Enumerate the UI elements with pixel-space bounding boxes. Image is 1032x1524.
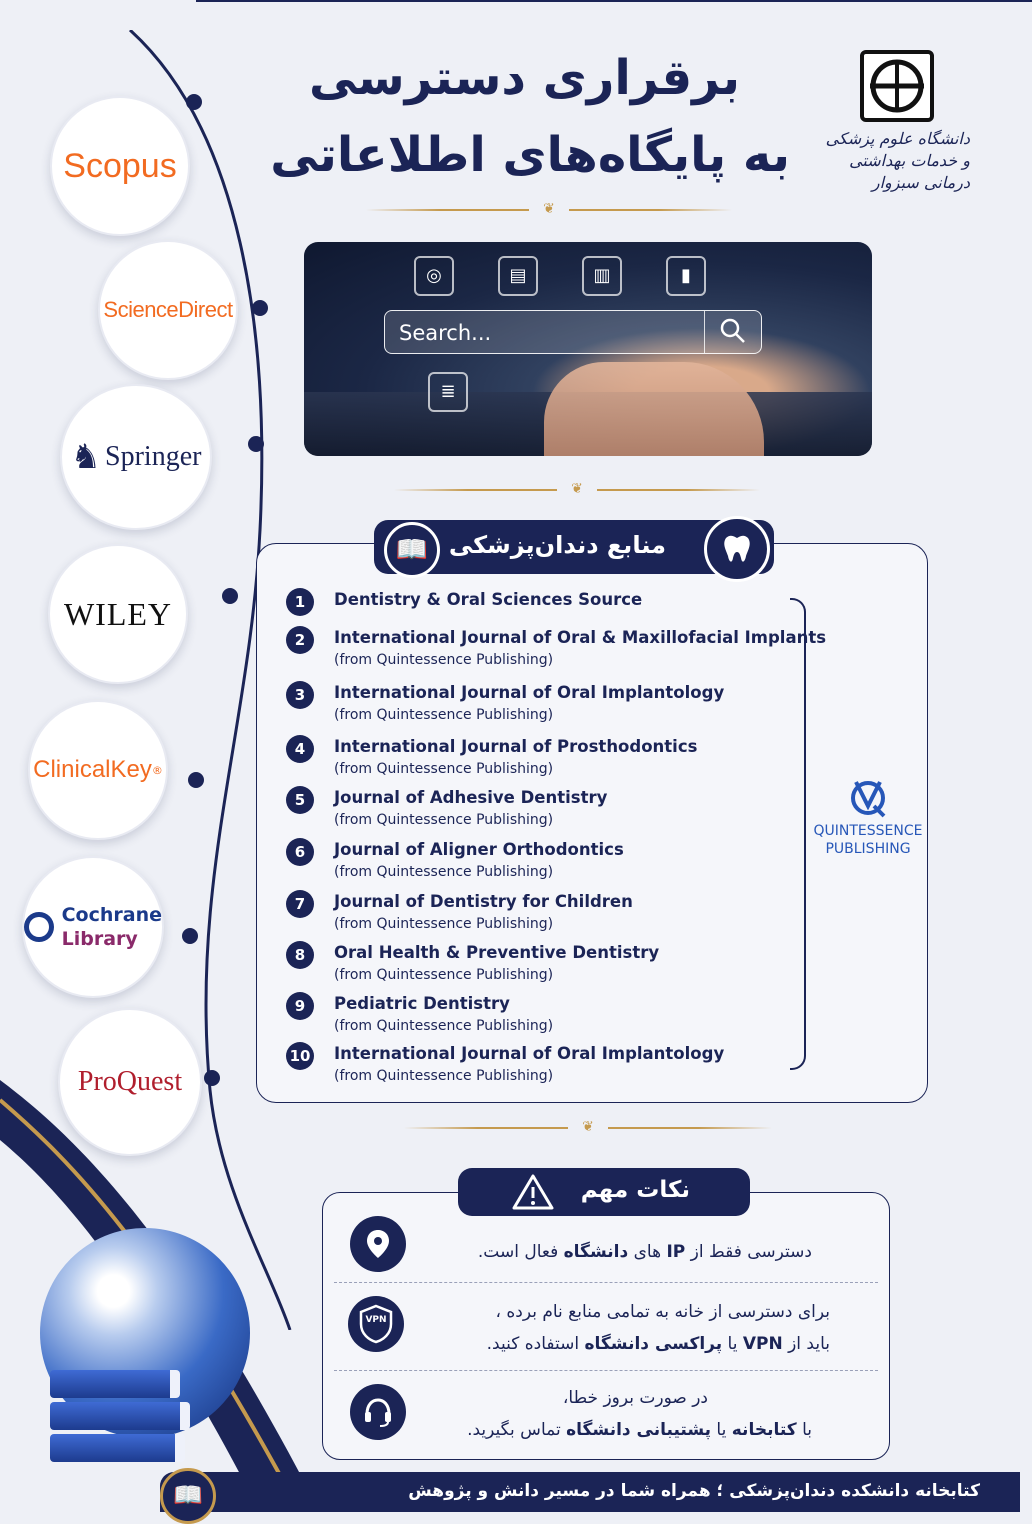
notes-section-header: نکات مهم bbox=[458, 1168, 750, 1216]
search-placeholder: Search... bbox=[399, 321, 492, 345]
timeline-dot bbox=[188, 772, 204, 788]
book-icon: ▤ bbox=[498, 256, 538, 296]
book-icon: 📖 bbox=[384, 522, 440, 578]
group-brace bbox=[790, 598, 806, 1070]
divider bbox=[334, 1282, 878, 1283]
bar-chart-icon: ▮ bbox=[666, 256, 706, 296]
university-name: دانشگاه علوم پزشکی و خدمات بهداشتی درمان… bbox=[825, 129, 970, 192]
ornament-icon: ❦ bbox=[529, 202, 569, 216]
quintessence-logo: QUINTESSENCE PUBLISHING bbox=[808, 778, 928, 858]
ornament-icon: ❦ bbox=[568, 1120, 608, 1134]
timeline-dot bbox=[252, 300, 268, 316]
springer-logo: ♞ Springer bbox=[60, 384, 212, 530]
footer-bar: کتابخانه دانشکده دندان‌پزشکی ؛ همراه شما… bbox=[160, 1472, 1020, 1512]
tooth-icon bbox=[704, 516, 770, 582]
page-title-line2: به پایگاه‌های اطلاعاتی bbox=[270, 127, 790, 183]
location-pin-icon bbox=[350, 1216, 406, 1272]
timeline-dot bbox=[204, 1070, 220, 1086]
section-heading: منابع دندان‌پزشکی bbox=[448, 531, 666, 559]
warning-icon bbox=[512, 1174, 554, 1210]
cochrane-mark-icon bbox=[24, 912, 54, 942]
clinicalkey-logo: ClinicalKey® bbox=[28, 700, 168, 840]
footer-text: کتابخانه دانشکده دندان‌پزشکی ؛ همراه شما… bbox=[408, 1481, 980, 1501]
dental-resources-box bbox=[256, 543, 928, 1103]
note-vpn-access: برای دسترسی از خانه به تمامی منابع نام ب… bbox=[486, 1302, 830, 1354]
ornament-icon: ❦ bbox=[557, 482, 597, 496]
quintessence-mark-icon bbox=[851, 781, 886, 818]
vpn-shield-icon: VPN bbox=[348, 1296, 404, 1352]
timeline-dot bbox=[222, 588, 238, 604]
globe-icon: ◎ bbox=[414, 256, 454, 296]
proquest-logo: ProQuest bbox=[58, 1008, 202, 1156]
library-icon: ▥ bbox=[582, 256, 622, 296]
timeline-dot bbox=[182, 928, 198, 944]
horse-icon: ♞ bbox=[70, 437, 102, 477]
books-illustration bbox=[50, 1370, 190, 1466]
notes-heading: نکات مهم bbox=[580, 1177, 690, 1203]
top-rule bbox=[196, 0, 1032, 2]
note-support-contact: در صورت بروز خطا، با کتابخانه یا پشتیبان… bbox=[467, 1388, 812, 1440]
timeline-dot bbox=[248, 436, 264, 452]
scopus-logo: Scopus bbox=[50, 96, 190, 236]
page-title-line1: برقراری دسترسی bbox=[308, 50, 740, 106]
sciencedirect-logo: ScienceDirect bbox=[98, 240, 238, 380]
note-ip-access: دسترسی فقط از IP های دانشگاه فعال است. bbox=[477, 1242, 812, 1262]
hand-illustration bbox=[544, 362, 764, 456]
headset-icon bbox=[350, 1384, 406, 1440]
search-icon[interactable] bbox=[719, 317, 747, 345]
university-logo bbox=[860, 50, 934, 122]
search-bar[interactable]: Search... bbox=[384, 310, 762, 354]
document-icon: ≣ bbox=[428, 372, 468, 412]
open-book-icon: 📖 bbox=[160, 1468, 216, 1524]
timeline-dot bbox=[186, 94, 202, 110]
important-notes-box bbox=[322, 1192, 890, 1460]
cochrane-library-logo: Cochrane Library bbox=[22, 856, 164, 998]
hero-image: ◎ ▤ ▥ ▮ ≣ Search... bbox=[304, 242, 872, 456]
divider bbox=[334, 1370, 878, 1371]
timeline-curve bbox=[128, 30, 292, 1330]
wiley-logo: WILEY bbox=[48, 544, 188, 684]
